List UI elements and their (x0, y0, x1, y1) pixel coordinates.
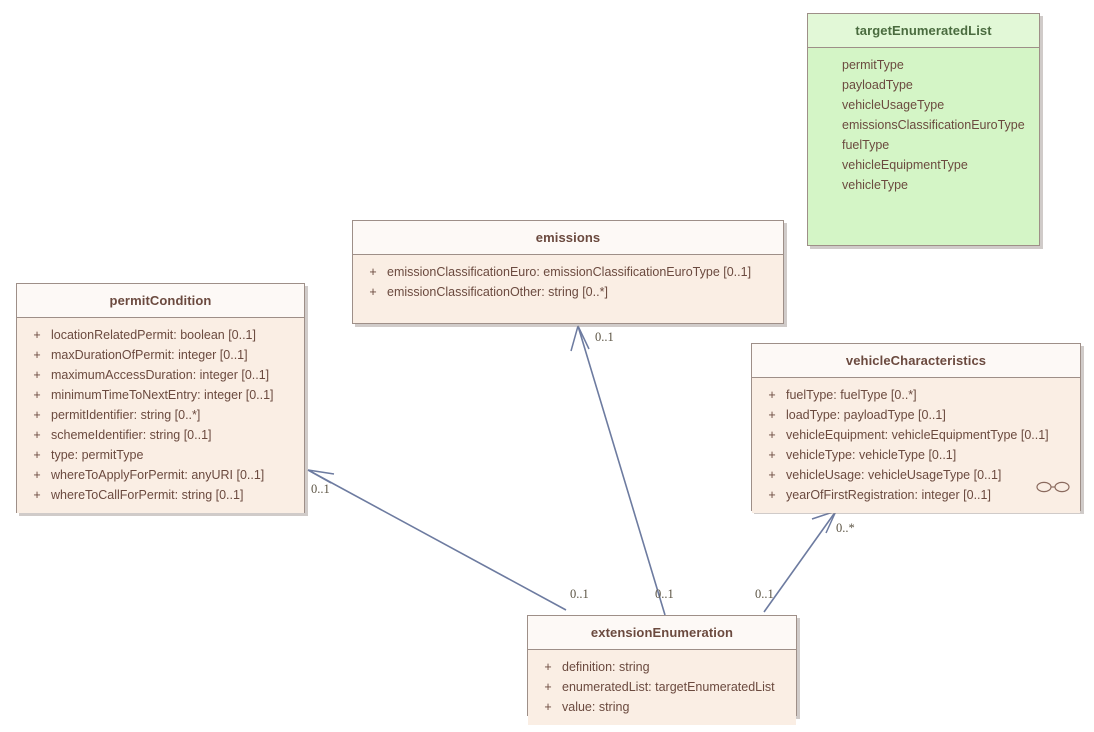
multiplicity-label-permitcondition: 0..1 (311, 482, 330, 496)
attribute-text: vehicleEquipmentType (842, 158, 968, 172)
attribute-row: + vehicleEquipment: vehicleEquipmentType… (758, 425, 1074, 445)
class-attributes-targetEnumeratedList: permitType payloadType vehicleUsageType … (808, 48, 1039, 203)
attribute-visibility: + (33, 388, 41, 402)
multiplicity-label-extension-left: 0..1 (570, 587, 589, 601)
class-attributes-vehicleCharacteristics: + fuelType: fuelType [0..*] + loadType: … (752, 378, 1080, 513)
class-title-targetEnumeratedList: targetEnumeratedList (808, 14, 1039, 48)
class-title-vehicleCharacteristics: vehicleCharacteristics (752, 344, 1080, 378)
attribute-row: + enumeratedList: targetEnumeratedList (534, 677, 790, 697)
attribute-text: emissionClassificationEuro: emissionClas… (387, 265, 752, 279)
attribute-text: emissionClassificationOther: string [0..… (387, 285, 608, 299)
attribute-row: + locationRelatedPermit: boolean [0..1] (23, 325, 298, 345)
attribute-row: + fuelType: fuelType [0..*] (758, 385, 1074, 405)
attribute-text: vehicleType: vehicleType [0..1] (786, 448, 957, 462)
attribute-text: fuelType: fuelType [0..*] (786, 388, 917, 402)
connector-extension-to-permitcondition[interactable] (307, 469, 567, 611)
attribute-visibility: + (33, 348, 41, 362)
attribute-text: vehicleEquipment: vehicleEquipmentType [… (786, 428, 1049, 442)
attribute-row: + emissionClassificationOther: string [0… (359, 282, 777, 302)
attribute-text: type: permitType (51, 448, 144, 462)
attribute-row: permitType (814, 55, 1033, 75)
attribute-visibility: + (768, 388, 776, 402)
attribute-row: + vehicleType: vehicleType [0..1] (758, 445, 1074, 465)
attribute-visibility: + (369, 265, 377, 279)
attribute-text: loadType: payloadType [0..1] (786, 408, 946, 422)
attribute-row: emissionsClassificationEuroType (814, 115, 1033, 135)
multiplicity-label-emissions: 0..1 (595, 330, 614, 344)
attribute-text: vehicleType (842, 178, 909, 192)
multiplicity-label-vehiclecharacteristics: 0..* (836, 521, 855, 535)
attribute-visibility: + (544, 660, 552, 674)
attribute-row: + value: string (534, 697, 790, 717)
attribute-visibility: + (544, 680, 552, 694)
attribute-visibility: + (33, 428, 41, 442)
connector-extension-to-vehiclecharacteristics[interactable] (763, 510, 837, 613)
attribute-text: fuelType (842, 138, 890, 152)
attribute-row: + maximumAccessDuration: integer [0..1] (23, 365, 298, 385)
attribute-visibility: + (544, 700, 552, 714)
attribute-text: whereToCallForPermit: string [0..1] (51, 488, 244, 502)
connector-extension-to-emissions[interactable] (570, 325, 666, 616)
uml-class-vehicleCharacteristics[interactable]: vehicleCharacteristics + fuelType: fuelT… (751, 343, 1081, 513)
attribute-row: + permitIdentifier: string [0..*] (23, 405, 298, 425)
attribute-text: definition: string (562, 660, 650, 674)
attribute-row: payloadType (814, 75, 1033, 95)
attribute-row: + yearOfFirstRegistration: integer [0..1… (758, 485, 1074, 505)
attribute-row: + whereToCallForPermit: string [0..1] (23, 485, 298, 505)
attribute-visibility: + (768, 448, 776, 462)
uml-class-targetEnumeratedList[interactable]: targetEnumeratedList permitType payloadT… (807, 13, 1040, 246)
attribute-row: + maxDurationOfPermit: integer [0..1] (23, 345, 298, 365)
attribute-row: vehicleEquipmentType (814, 155, 1033, 175)
attribute-row: + definition: string (534, 657, 790, 677)
attribute-visibility: + (33, 488, 41, 502)
attribute-visibility: + (33, 328, 41, 342)
uml-class-emissions[interactable]: emissions + emissionClassificationEuro: … (352, 220, 784, 324)
attribute-row: + type: permitType (23, 445, 298, 465)
class-attributes-permitCondition: + locationRelatedPermit: boolean [0..1] … (17, 318, 304, 513)
attribute-text: payloadType (842, 78, 913, 92)
class-title-extensionEnumeration: extensionEnumeration (528, 616, 796, 650)
attribute-visibility: + (33, 408, 41, 422)
multiplicity-label-extension-right: 0..1 (755, 587, 774, 601)
multiplicity-label-extension-mid: 0..1 (655, 587, 674, 601)
attribute-text: minimumTimeToNextEntry: integer [0..1] (51, 388, 274, 402)
class-title-emissions: emissions (353, 221, 783, 255)
attribute-row: fuelType (814, 135, 1033, 155)
class-attributes-emissions: + emissionClassificationEuro: emissionCl… (353, 255, 783, 310)
attribute-text: vehicleUsageType (842, 98, 945, 112)
attribute-text: permitIdentifier: string [0..*] (51, 408, 201, 422)
attribute-row: + emissionClassificationEuro: emissionCl… (359, 262, 777, 282)
attribute-text: maximumAccessDuration: integer [0..1] (51, 368, 270, 382)
class-title-permitCondition: permitCondition (17, 284, 304, 318)
attribute-text: value: string (562, 700, 630, 714)
uml-class-permitCondition[interactable]: permitCondition + locationRelatedPermit:… (16, 283, 305, 513)
attribute-text: maxDurationOfPermit: integer [0..1] (51, 348, 248, 362)
attribute-visibility: + (768, 408, 776, 422)
attribute-text: locationRelatedPermit: boolean [0..1] (51, 328, 256, 342)
attribute-text: schemeIdentifier: string [0..1] (51, 428, 212, 442)
class-attributes-extensionEnumeration: + definition: string + enumeratedList: t… (528, 650, 796, 725)
attribute-visibility: + (33, 468, 41, 482)
attribute-visibility: + (768, 468, 776, 482)
glasses-icon (1036, 481, 1070, 493)
attribute-visibility: + (369, 285, 377, 299)
attribute-text: permitType (842, 58, 904, 72)
attribute-visibility: + (768, 428, 776, 442)
attribute-row: + schemeIdentifier: string [0..1] (23, 425, 298, 445)
attribute-visibility: + (768, 488, 776, 502)
attribute-row: + minimumTimeToNextEntry: integer [0..1] (23, 385, 298, 405)
attribute-row: + whereToApplyForPermit: anyURI [0..1] (23, 465, 298, 485)
attribute-text: yearOfFirstRegistration: integer [0..1] (786, 488, 991, 502)
attribute-text: enumeratedList: targetEnumeratedList (562, 680, 775, 694)
attribute-text: whereToApplyForPermit: anyURI [0..1] (51, 468, 265, 482)
uml-class-extensionEnumeration[interactable]: extensionEnumeration + definition: strin… (527, 615, 797, 725)
attribute-text: vehicleUsage: vehicleUsageType [0..1] (786, 468, 1002, 482)
attribute-text: emissionsClassificationEuroType (842, 118, 1025, 132)
attribute-row: + loadType: payloadType [0..1] (758, 405, 1074, 425)
attribute-visibility: + (33, 368, 41, 382)
attribute-row: vehicleUsageType (814, 95, 1033, 115)
attribute-row: + vehicleUsage: vehicleUsageType [0..1] (758, 465, 1074, 485)
attribute-row: vehicleType (814, 175, 1033, 195)
attribute-visibility: + (33, 448, 41, 462)
